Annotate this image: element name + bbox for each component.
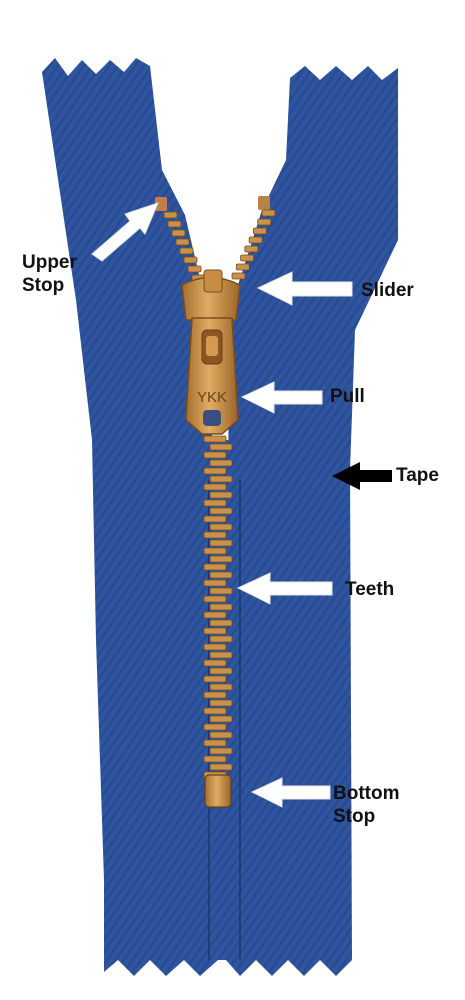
slider-arrow	[256, 271, 353, 306]
tooth	[203, 659, 227, 667]
tooth	[183, 256, 198, 264]
tooth	[235, 263, 250, 271]
label-upper-stop-line1: Upper	[22, 252, 77, 273]
tooth	[240, 254, 254, 262]
tooth	[244, 245, 259, 253]
tooth	[203, 499, 227, 507]
tooth	[209, 603, 233, 611]
tooth	[209, 443, 233, 451]
tooth	[203, 675, 227, 683]
tooth	[261, 209, 276, 217]
tooth	[187, 265, 202, 273]
label-bottom-stop: Bottom Stop	[333, 782, 399, 828]
tooth	[209, 699, 233, 707]
tooth	[179, 247, 194, 255]
tooth	[203, 579, 227, 587]
teeth-chain	[203, 435, 233, 779]
pull-brand-text: YKK	[197, 389, 227, 406]
upper-stop-arrow	[91, 202, 159, 262]
tooth	[209, 555, 233, 563]
label-pull: Pull	[330, 386, 365, 407]
tooth	[203, 643, 227, 651]
tooth	[203, 739, 227, 747]
tooth	[203, 691, 227, 699]
tooth	[209, 651, 233, 659]
label-bottom-stop-line2: Stop	[333, 806, 376, 827]
tooth	[231, 272, 246, 280]
tape-arrow	[332, 462, 392, 490]
tooth	[209, 683, 233, 691]
tooth	[209, 731, 233, 739]
pull-arrow	[240, 381, 323, 414]
tooth	[209, 715, 233, 723]
tooth	[203, 547, 227, 555]
label-slider: Slider	[361, 280, 414, 301]
tooth	[203, 627, 227, 635]
tooth	[203, 723, 227, 731]
tooth	[203, 563, 227, 571]
tooth	[203, 451, 227, 459]
tooth	[209, 619, 233, 627]
tooth	[248, 236, 263, 244]
teeth-arrow	[236, 572, 333, 605]
tooth	[203, 611, 227, 619]
tooth	[203, 483, 227, 491]
slider-body	[181, 269, 241, 321]
tooth	[167, 220, 182, 228]
label-tape: Tape	[396, 465, 439, 486]
label-upper-stop: Upper Stop	[22, 251, 77, 297]
bottom-stop-arrow	[250, 777, 331, 808]
tooth	[203, 531, 227, 539]
tooth	[209, 475, 233, 483]
upper-stop-right	[258, 196, 270, 210]
tooth	[163, 211, 178, 219]
tooth	[203, 467, 227, 475]
label-teeth: Teeth	[345, 579, 395, 600]
tooth	[209, 587, 233, 595]
tooth	[209, 539, 233, 547]
pull-tab	[185, 317, 239, 435]
tooth	[209, 523, 233, 531]
tooth	[175, 238, 190, 246]
tooth	[209, 507, 233, 515]
tooth	[257, 218, 272, 226]
upper-stop-left	[155, 197, 167, 211]
tooth	[209, 571, 233, 579]
tooth	[209, 747, 233, 755]
tooth	[253, 227, 267, 235]
tooth	[209, 763, 233, 771]
label-upper-stop-line2: Stop	[22, 275, 65, 296]
tooth	[203, 755, 227, 763]
label-bottom-stop-line1: Bottom	[333, 783, 400, 804]
tooth	[203, 515, 227, 523]
tooth	[171, 229, 186, 237]
tooth	[209, 667, 233, 675]
tooth	[209, 459, 233, 467]
tooth	[203, 435, 227, 443]
tooth	[209, 635, 233, 643]
tooth	[209, 491, 233, 499]
tooth	[203, 707, 227, 715]
tooth	[203, 595, 227, 603]
bottom-stop	[204, 774, 232, 808]
